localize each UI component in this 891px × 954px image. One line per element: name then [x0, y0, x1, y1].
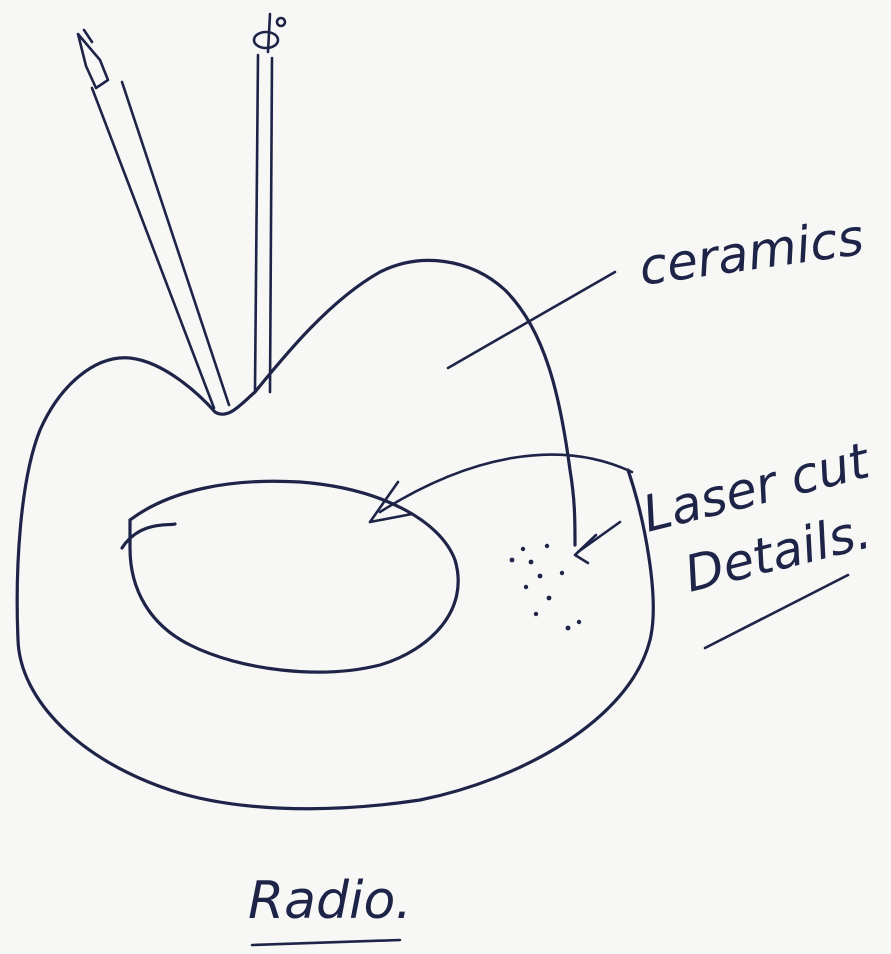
- laser-cut-arrow-speaker: [380, 455, 632, 512]
- antenna-right: [254, 14, 285, 392]
- label-radio-title: Radio.: [248, 871, 412, 931]
- laser-cut-dots: [510, 544, 582, 631]
- speaker-ring: [130, 481, 458, 672]
- title-underline: [252, 940, 400, 945]
- antenna-left: [78, 30, 229, 408]
- radio-body-outline: [17, 260, 653, 808]
- ceramics-leader: [448, 272, 615, 368]
- label-ceramics: ceramics: [636, 208, 867, 297]
